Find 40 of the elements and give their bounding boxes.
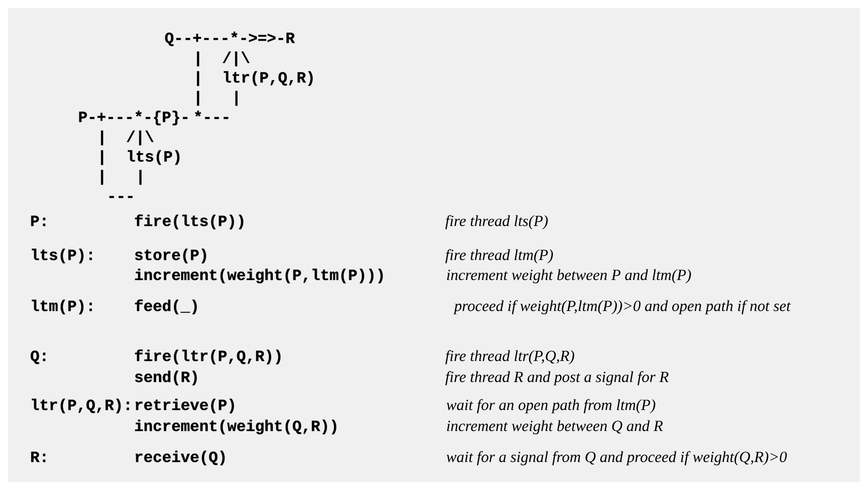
- code-text: store(P): [135, 248, 206, 264]
- row-label: R:: [31, 452, 46, 462]
- ascii-art-text: ---: [109, 196, 132, 198]
- comment-text: wait for a signal from Q and proceed if weight(Q,R)>0: [446, 451, 787, 466]
- code-text: feed(_): [135, 300, 197, 314]
- ascii-art-text: lts(P): [128, 150, 180, 165]
- ascii-art-text: |: [235, 90, 238, 106]
- code-text: send(R): [135, 370, 197, 386]
- comment-text: increment weight between Q and R: [447, 420, 663, 434]
- comment-text: increment weight between P and ltm(P): [447, 269, 691, 284]
- code-text: increment(weight(P,ltm(P))): [135, 268, 383, 284]
- code-text: fire(lts(P)): [135, 214, 244, 230]
- comment-text: fire thread R and post a signal for R: [445, 371, 669, 386]
- ascii-art-text: |: [101, 130, 104, 146]
- ascii-art-text: |: [197, 71, 200, 86]
- row-label: ltm(P):: [32, 300, 92, 314]
- comment-text: proceed if weight(P,ltm(P))>0 and open path if not set: [453, 300, 791, 314]
- ascii-art-text: *---: [195, 110, 228, 119]
- ascii-art-text: P-+---*-{P}-: [79, 110, 188, 126]
- ascii-art-text: /|\: [126, 130, 154, 146]
- code-text: increment(weight(Q,R)): [135, 420, 336, 434]
- ascii-art-text: ltr(P,Q,R): [224, 71, 313, 86]
- code-text: fire(ltr(P,Q,R)): [135, 350, 280, 364]
- row-label: P:: [31, 216, 46, 226]
- row-label: lts(P):: [32, 248, 92, 264]
- ascii-art-text: /|\: [222, 52, 250, 66]
- code-text: receive(Q): [136, 450, 225, 466]
- row-label: Q:: [30, 350, 46, 364]
- row-label: ltr(P,Q,R):: [32, 398, 129, 414]
- ascii-art-text: |: [197, 90, 200, 106]
- comment-text: fire thread ltm(P): [445, 249, 553, 264]
- ascii-art-text: |: [139, 170, 142, 185]
- ascii-art-text: |: [101, 150, 104, 165]
- ascii-art-text: |: [101, 170, 104, 185]
- code-text: retrieve(P): [136, 398, 234, 414]
- comment-text: wait for an open path from ltm(P): [446, 399, 656, 414]
- ascii-art-text: |: [197, 52, 200, 66]
- comment-text: fire thread lts(P): [445, 215, 548, 230]
- comment-text: fire thread ltr(P,Q,R): [445, 350, 574, 364]
- ascii-art-text: Q--+---*->=>-R: [165, 32, 295, 46]
